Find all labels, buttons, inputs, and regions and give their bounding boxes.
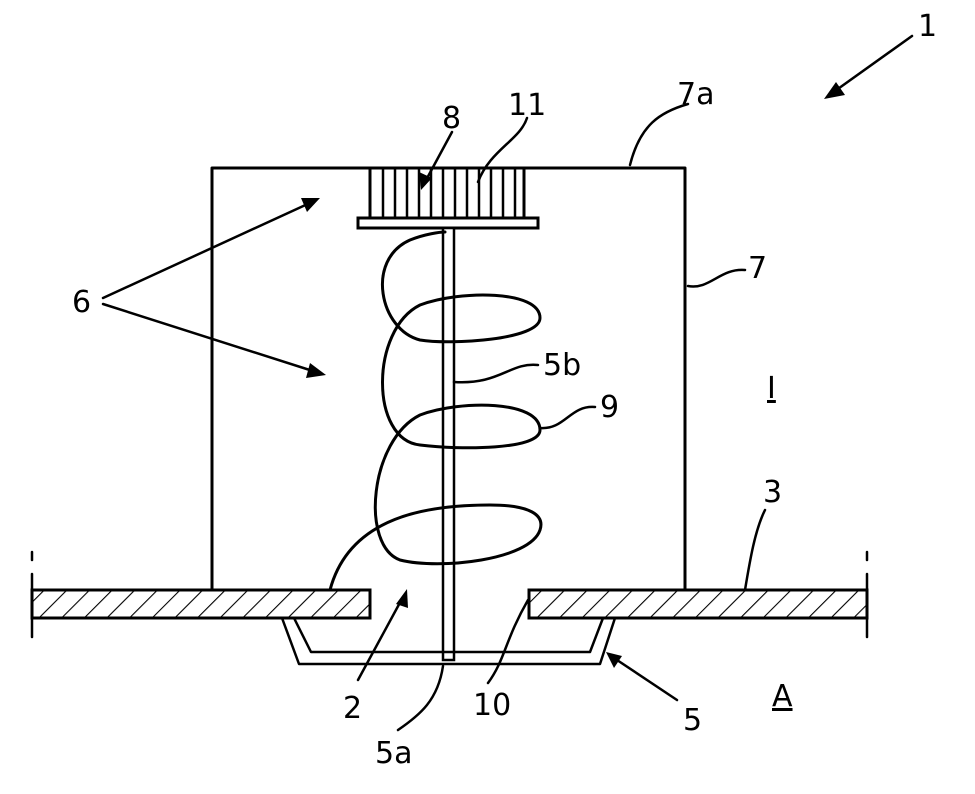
- label-6: 6: [72, 285, 91, 320]
- spring: [330, 232, 541, 590]
- label-1: 1: [918, 9, 937, 44]
- label-11: 11: [508, 88, 546, 123]
- reference-labels: 1 6 8 11 7a 7 5b 9 I 3 2 10 5 A 5a: [72, 9, 937, 771]
- label-5a: 5a: [375, 736, 412, 771]
- label-9: 9: [600, 390, 619, 425]
- wall-plate-left: [32, 590, 370, 618]
- label-interior: I: [767, 371, 776, 406]
- filter-element: [358, 168, 538, 228]
- element-stem: [443, 228, 454, 660]
- label-5b: 5b: [543, 348, 581, 383]
- label-5: 5: [683, 703, 702, 738]
- leader-lines: [103, 36, 912, 730]
- label-7: 7: [748, 251, 767, 286]
- label-8: 8: [442, 101, 461, 136]
- label-3: 3: [763, 475, 782, 510]
- label-2: 2: [343, 691, 362, 726]
- label-10: 10: [473, 688, 511, 723]
- label-7a: 7a: [677, 77, 714, 112]
- label-exterior: A: [772, 679, 793, 714]
- wall-plate-right: [529, 590, 867, 618]
